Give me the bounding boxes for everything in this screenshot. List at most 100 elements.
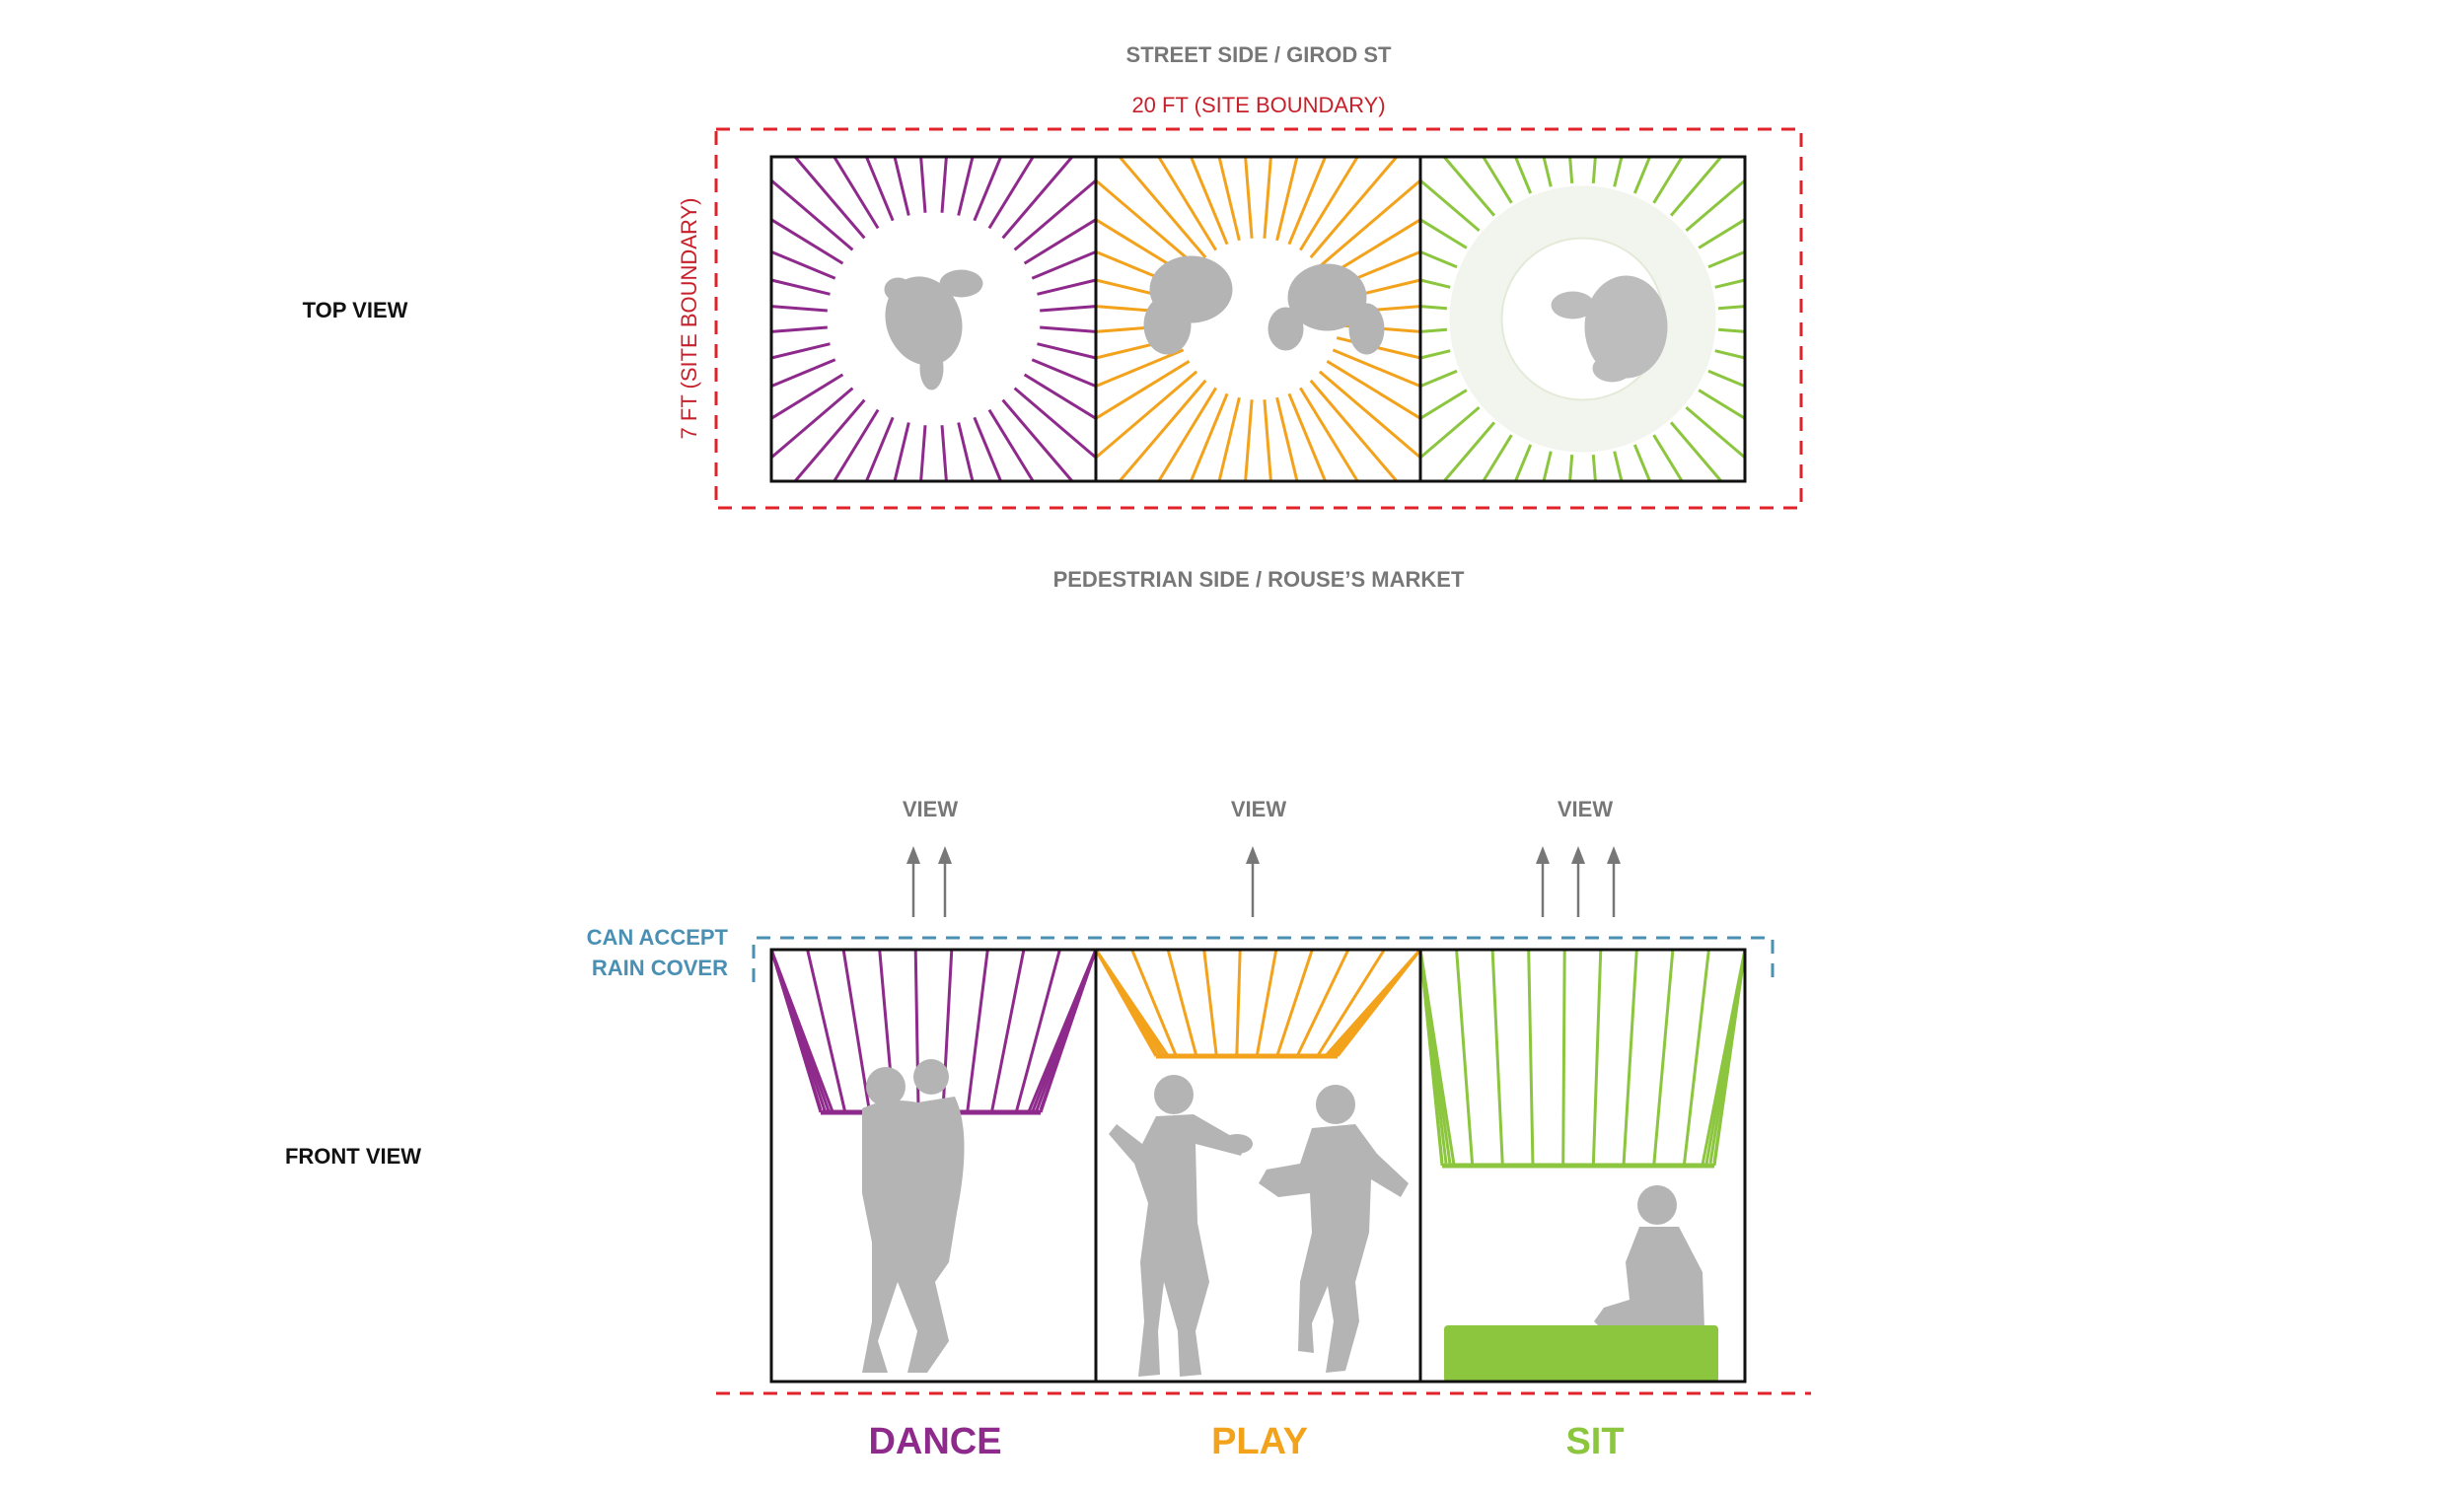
spoke-line (1685, 178, 1746, 233)
figure-arm-left (1143, 295, 1192, 355)
front-module-sit (1418, 948, 1747, 1384)
spoke-line (1031, 358, 1097, 388)
spoke-line (957, 422, 975, 482)
figure-silhouette (1594, 1185, 1704, 1331)
spoke-line (940, 425, 948, 482)
spoke-line (1442, 421, 1496, 482)
spoke-line (1095, 370, 1198, 460)
spoke-line (1669, 421, 1723, 482)
spoke-line (1095, 348, 1185, 388)
spoke-line (770, 278, 831, 296)
spoke-line (987, 408, 1035, 482)
dancer-figure-top (884, 269, 983, 390)
bench (1444, 1325, 1718, 1383)
view-arrow-sit (1571, 846, 1585, 917)
figure-arm-right (1268, 307, 1304, 351)
spoke-line (1707, 369, 1746, 388)
spoke-line (1698, 218, 1746, 249)
spoke-line (770, 250, 836, 280)
spoke-line (1514, 156, 1533, 194)
side-cord-right (1324, 949, 1422, 1057)
front-module-play (1094, 948, 1422, 1384)
spoke-line (1299, 156, 1359, 251)
arrow-head (906, 846, 920, 864)
arrow-head (1571, 846, 1585, 864)
spoke-line (1095, 360, 1191, 420)
cord-line (966, 949, 989, 1113)
spoke-line (1482, 156, 1513, 204)
spoke-line (1326, 360, 1421, 420)
spoke-line (1613, 156, 1624, 187)
cord-line (1295, 949, 1350, 1057)
spoke-line (770, 218, 844, 265)
spoke-line (973, 156, 1002, 222)
cord-line (1255, 949, 1278, 1057)
side-cord-left (1418, 949, 1456, 1166)
spoke-line (1652, 434, 1684, 482)
spoke-line (1419, 250, 1458, 269)
spoke-line (1442, 156, 1496, 217)
spoke-line (1419, 405, 1481, 460)
spoke-line (1613, 451, 1624, 482)
spoke-line (893, 156, 910, 216)
spoke-line (1632, 156, 1651, 194)
spoke-line (1190, 156, 1229, 246)
spoke-line (1419, 305, 1448, 311)
spoke-line (1118, 156, 1207, 259)
cord-line (841, 949, 872, 1113)
spoke-line (1157, 156, 1217, 251)
rain-cover-label-line1: CAN ACCEPT (587, 925, 729, 950)
cord-line (1235, 949, 1242, 1057)
front-module-dance (769, 948, 1098, 1384)
top-module-sit (1418, 155, 1747, 483)
spoke-line (793, 156, 866, 240)
figure-knee-2 (1592, 354, 1632, 383)
spoke-line (1309, 379, 1399, 482)
spoke-line (1013, 178, 1097, 251)
spoke-line (1591, 454, 1597, 482)
pedestrian-side-label: PEDESTRIAN SIDE / ROUSE’S MARKET (1053, 567, 1465, 592)
spoke-line (940, 156, 948, 213)
spoke-line (1037, 342, 1097, 360)
arrow-head (1607, 846, 1621, 864)
view-label-play: VIEW (1231, 797, 1286, 821)
spoke-line (1037, 278, 1097, 296)
view-arrow-sit (1607, 846, 1621, 917)
view-arrows (906, 846, 1621, 917)
spoke-line (793, 398, 866, 482)
spoke-line (770, 325, 828, 333)
view-arrow-play (1246, 846, 1260, 917)
spoke-line (1263, 399, 1272, 482)
front-view-label: FRONT VIEW (285, 1144, 421, 1169)
spoke-line (919, 156, 927, 213)
spoke-line (1095, 178, 1198, 268)
figure-body (862, 1097, 965, 1373)
figure-silhouette (862, 1059, 965, 1373)
spoke-line (1717, 305, 1746, 311)
module-name-sit: SIT (1565, 1421, 1624, 1462)
cord-line (1275, 949, 1314, 1057)
spoke-line (1707, 250, 1746, 269)
spoke-line (770, 387, 854, 460)
spoke-line (770, 358, 836, 388)
front-view-modules (769, 948, 1747, 1384)
spoke-line (1632, 444, 1651, 482)
arrow-head (938, 846, 952, 864)
side-cord-left (769, 949, 834, 1112)
cord-line (1622, 949, 1638, 1167)
spoke-line (1287, 392, 1327, 482)
view-arrow-sit (1536, 846, 1550, 917)
spoke-line (893, 422, 910, 482)
spoke-line (865, 416, 895, 482)
spoke-line (1190, 392, 1229, 482)
figure-left (1109, 1114, 1245, 1377)
spoke-line (770, 178, 854, 251)
spoke-line (1318, 370, 1421, 460)
spoke-line (1040, 305, 1097, 313)
figure-head (1637, 1185, 1677, 1225)
spoke-line (770, 373, 844, 420)
spoke-line (1542, 451, 1553, 482)
cord-line (1682, 949, 1710, 1167)
cord-line (1202, 949, 1218, 1057)
spoke-line (865, 156, 895, 222)
